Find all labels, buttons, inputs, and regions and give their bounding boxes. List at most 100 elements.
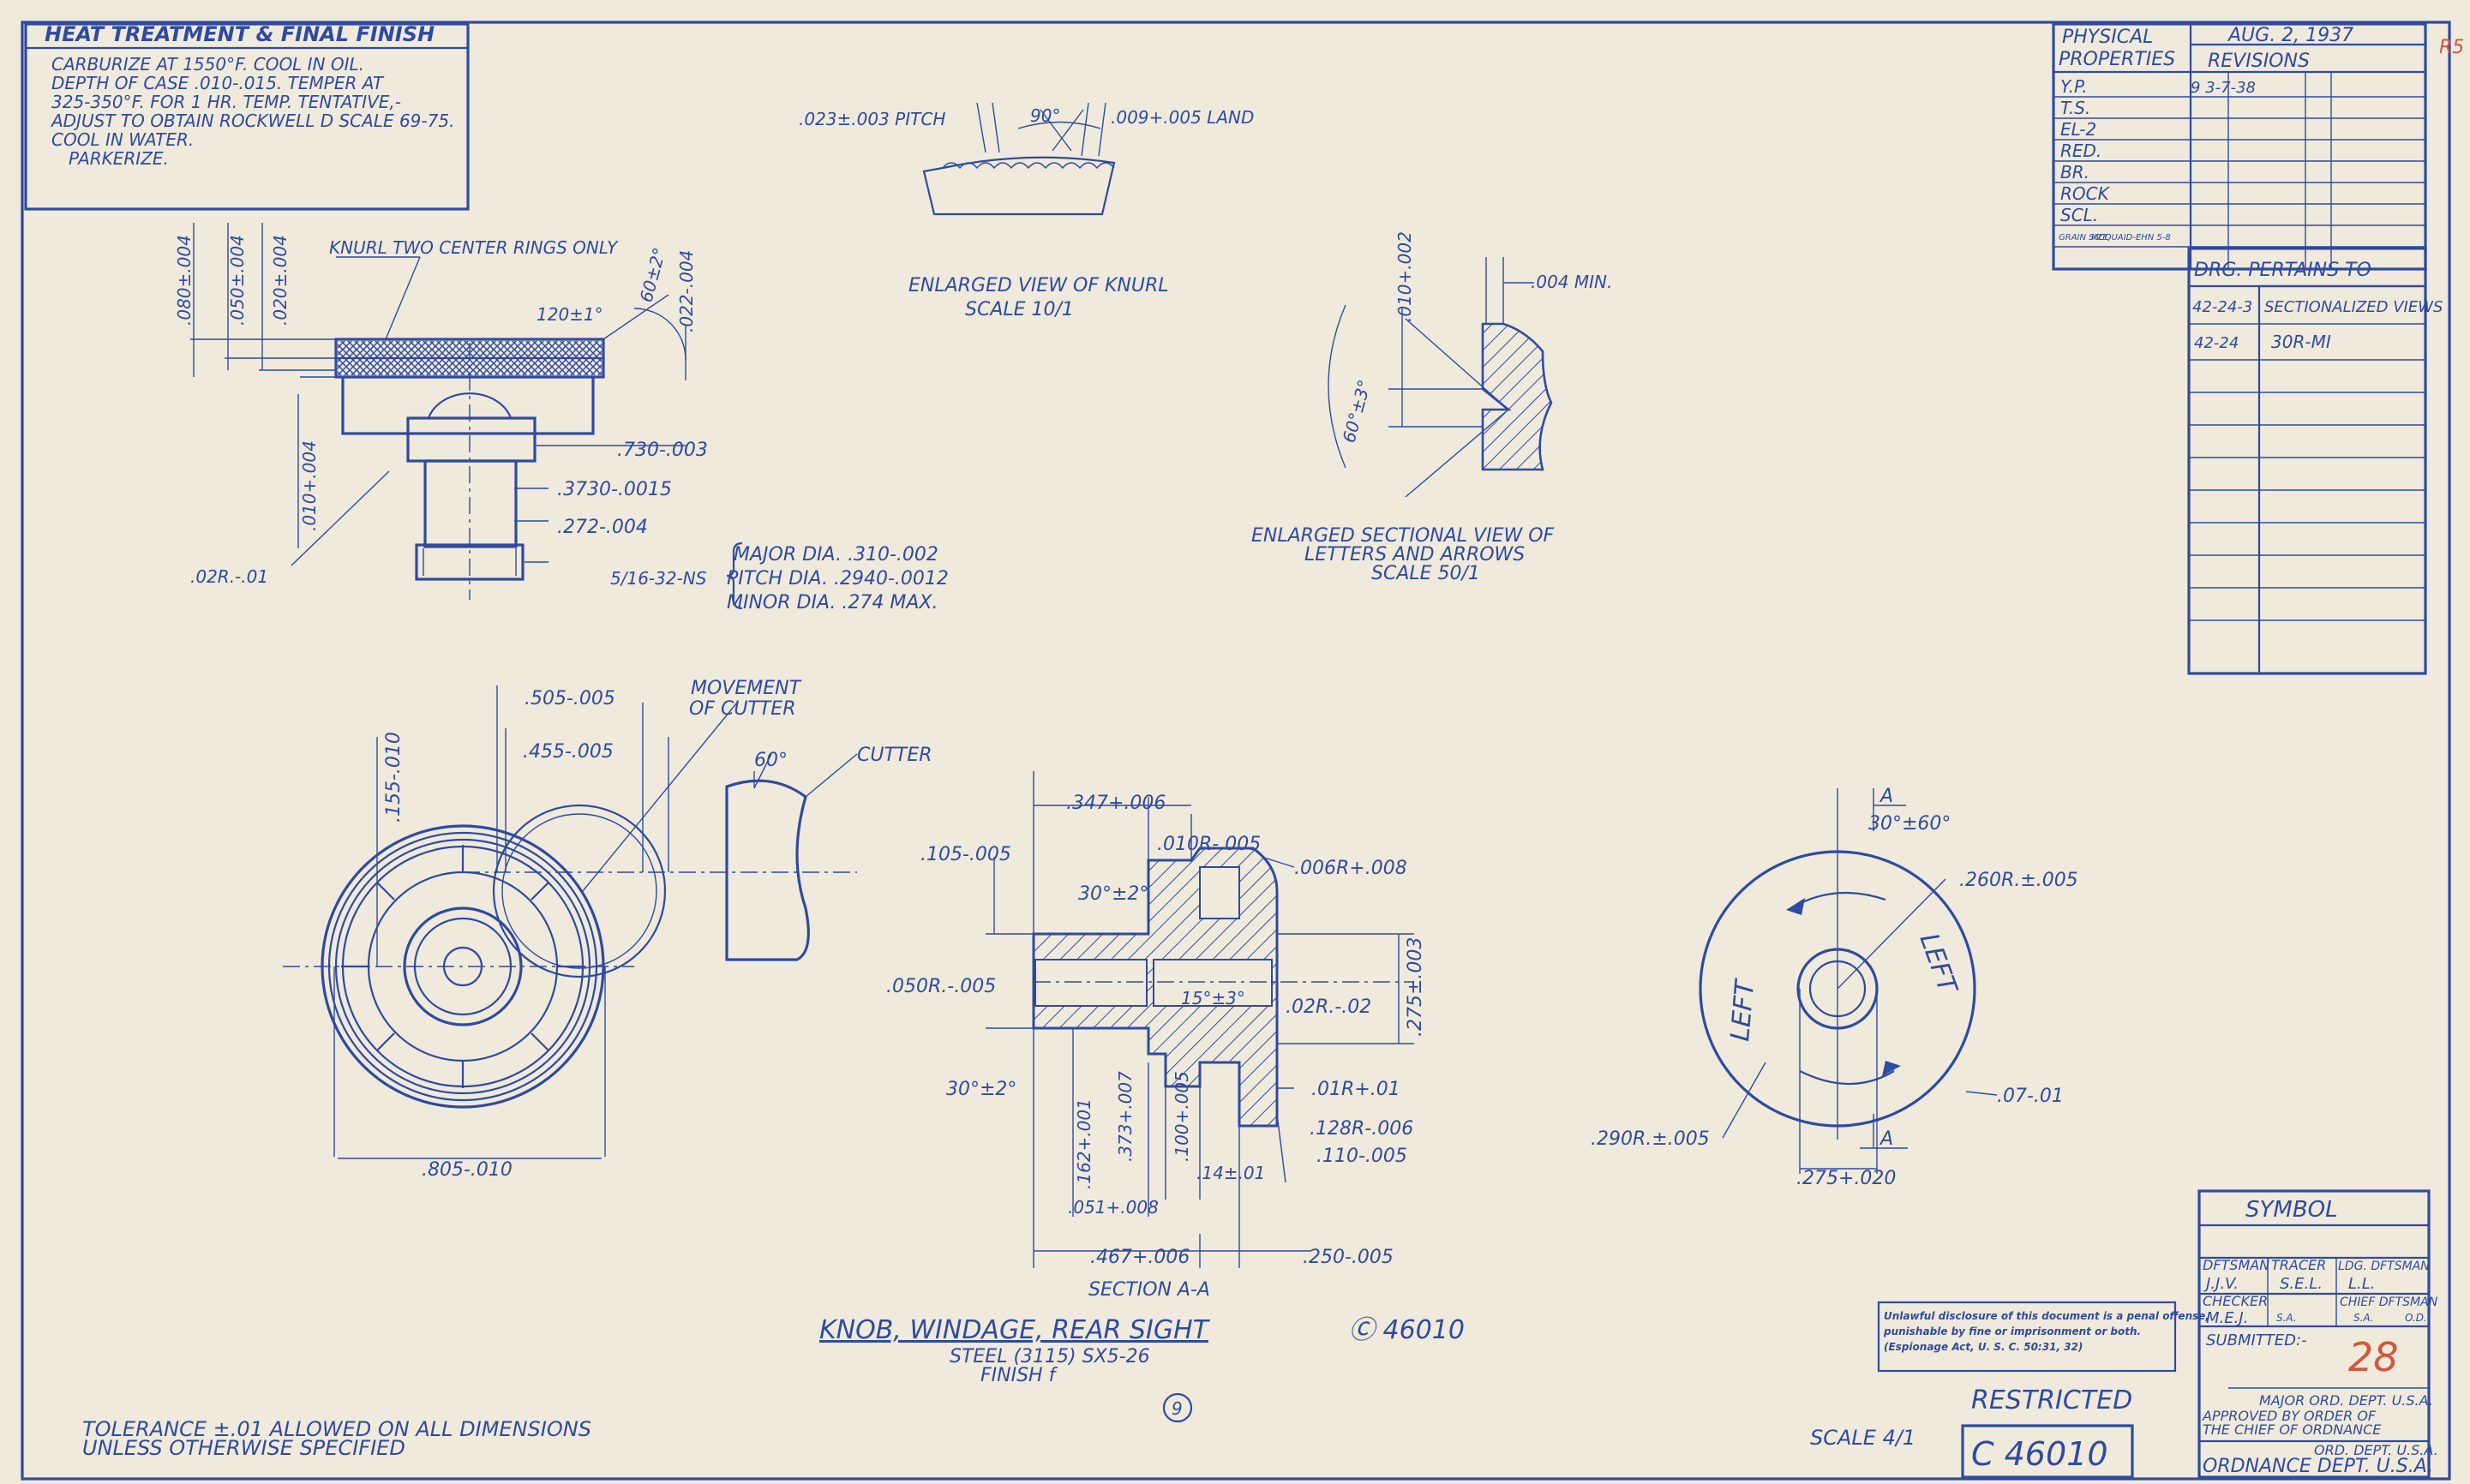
- sig-chief: CHIEF DFTSMAN: [2340, 1296, 2438, 1309]
- sec-dim-347: .347+.006: [1066, 793, 1166, 814]
- sig-dftsman-init: J.J.V.: [2203, 1275, 2239, 1293]
- pertains-code-1: 42-24-3: [2192, 298, 2252, 316]
- prop-row-red: RED.: [2060, 141, 2101, 161]
- sig-tracer: TRACER: [2271, 1257, 2326, 1273]
- part-name: KNOB, WINDAGE, REAR SIGHT: [819, 1315, 1211, 1345]
- prop-row-rock: ROCK: [2060, 183, 2111, 204]
- tolerance-line-1: TOLERANCE ±.01 ALLOWED ON ALL DIMENSIONS: [82, 1417, 591, 1441]
- sec-dim-15: 15°±3°: [1181, 988, 1245, 1008]
- material: STEEL (3115) SX5-26: [950, 1346, 1150, 1367]
- dial-view: A 30°±60° .260R.±.005 .07-.01 .290R.±.00…: [1591, 786, 2078, 1189]
- cutter-angle: 60°: [754, 750, 788, 771]
- letters-caption-3: SCALE 50/1: [1371, 563, 1480, 584]
- dim-02r: .02R.-.01: [190, 566, 268, 587]
- sig-checker: CHECKER: [2203, 1293, 2268, 1309]
- letters-caption-2: LETTERS AND ARROWS: [1304, 544, 1525, 565]
- sec-dim-110: .110-.005: [1316, 1146, 1407, 1167]
- approved-line-1: APPROVED BY ORDER OF: [2202, 1408, 2377, 1424]
- tolerance-line-2: UNLESS OTHERWISE SPECIFIED: [82, 1436, 405, 1460]
- major-ord: MAJOR ORD. DEPT. U.S.A.: [2259, 1392, 2433, 1409]
- heat-treatment-title: HEAT TREATMENT & FINAL FINISH: [45, 22, 435, 46]
- sig-ldg-init: L.L.: [2348, 1275, 2376, 1293]
- sec-dim-128r: .128R-.006: [1310, 1118, 1413, 1140]
- dial-dim-290r: .290R.±.005: [1591, 1128, 1710, 1150]
- knurl-note: KNURL TWO CENTER RINGS ONLY: [329, 237, 619, 258]
- pertains-desc-1: SECTIONALIZED VIEWS: [2264, 298, 2443, 316]
- dial-dim-275: .275+.020: [1796, 1168, 1896, 1189]
- letters-caption-1: ENLARGED SECTIONAL VIEW OF: [1251, 525, 1555, 547]
- pertains-title: DRG. PERTAINS TO: [2194, 260, 2371, 281]
- heat-line-1: CARBURIZE AT 1550°F. COOL IN OIL.: [51, 54, 364, 75]
- sec-dim-100: .100+.005: [1172, 1071, 1192, 1162]
- heat-treatment-box: HEAT TREATMENT & FINAL FINISH CARBURIZE …: [24, 22, 470, 211]
- properties-table: PHYSICAL PROPERTIES AUG. 2, 1937 REVISIO…: [2052, 22, 2427, 271]
- knurl-land: .009+.005 LAND: [1111, 107, 1254, 128]
- sig-ldg: LDG. DFTSMAN: [2338, 1260, 2430, 1273]
- sec-dim-051: .051+.008: [1068, 1197, 1159, 1218]
- thread-label: 5/16-32-NS: [610, 568, 707, 589]
- letters-view: .010+.002 .004 MIN. 60°±3° ENLARGED SECT…: [1251, 231, 1612, 584]
- dial-dim-07: .07-.01: [1997, 1086, 2064, 1107]
- dim-120: 120±1°: [537, 304, 603, 325]
- sig-od: O.D.: [2405, 1312, 2427, 1324]
- pertains-desc-2: 30R-MI: [2271, 332, 2331, 352]
- sheet-border: [21, 21, 2451, 1481]
- dim-080: .080±.004: [174, 235, 195, 326]
- heat-line-6: PARKERIZE.: [69, 148, 169, 169]
- properties-date: AUG. 2, 1937: [2227, 25, 2353, 46]
- title-block: KNOB, WINDAGE, REAR SIGHT Ⓒ 46010 STEEL …: [82, 1189, 2438, 1479]
- sig-dftsman: DFTSMAN: [2203, 1257, 2269, 1273]
- drawing-number: C 46010: [1971, 1435, 2108, 1473]
- dim-050: .050±.004: [227, 235, 248, 326]
- grain-size-value: MCQUAID-EHN 5-8: [2091, 233, 2171, 242]
- dial-dim-260r: .260R.±.005: [1959, 870, 2078, 891]
- sec-dim-373: .373+.007: [1115, 1071, 1136, 1162]
- part-code: Ⓒ 46010: [1349, 1315, 1465, 1345]
- thread-major: MAJOR DIA. .310-.002: [734, 544, 938, 565]
- warning-line-2: punishable by fine or imprisonment or bo…: [1883, 1325, 2141, 1337]
- corner-stamp: R5: [2439, 37, 2464, 58]
- letters-dim-004: .004 MIN.: [1531, 272, 1612, 292]
- prop-row-el: EL-2: [2060, 119, 2096, 140]
- front-view: .505-.005 .455-.005 .155-.010 60° .805-.…: [283, 678, 932, 1181]
- prop-row-scl: SCL.: [2060, 205, 2098, 225]
- sec-dim-30b: 30°±2°: [946, 1079, 1016, 1100]
- ord-dept: ORD. DEPT. U.S.A.: [2314, 1442, 2438, 1458]
- dim-3730: .3730-.0015: [557, 479, 672, 500]
- symbol-label: SYMBOL: [2245, 1197, 2338, 1223]
- dial-letter-left-1: LEFT: [1725, 977, 1760, 1043]
- prop-row-br: BR.: [2060, 162, 2089, 183]
- dim-730: .730-.003: [617, 440, 708, 461]
- ordnance-dept: ORDNANCE DEPT. U.S.A.: [2203, 1456, 2433, 1477]
- front-dim-155: .155-.010: [383, 732, 405, 823]
- prop-row-yp: Y.P.: [2060, 76, 2088, 97]
- scale-label: SCALE 4/1: [1810, 1426, 1915, 1450]
- grain-size-label: GRAIN SIZE: [2059, 233, 2108, 242]
- knurl-angle: 90°: [1030, 105, 1060, 126]
- restricted-stamp: RESTRICTED: [1971, 1385, 2132, 1415]
- thread-minor: MINOR DIA. .274 MAX.: [727, 592, 938, 613]
- revisions-label: REVISIONS: [2208, 51, 2310, 72]
- thread-pitch: PITCH DIA. .2940-.0012: [727, 568, 949, 589]
- letters-dim-010: .010+.002: [1394, 231, 1415, 322]
- warning-line-3: (Espionage Act, U. S. C. 50:31, 32): [1884, 1341, 2083, 1353]
- sec-dim-14: .14±.01: [1196, 1163, 1265, 1183]
- red-number: 28: [2348, 1334, 2399, 1380]
- sec-dim-02r: .02R.-.02: [1286, 996, 1371, 1018]
- approved-line-2: THE CHIEF OF ORDNANCE: [2203, 1421, 2382, 1438]
- sec-dim-467: .467+.006: [1090, 1247, 1190, 1268]
- sec-dim-050r: .050R.-.005: [886, 976, 996, 997]
- dial-section-a-top: A: [1879, 786, 1893, 807]
- front-dim-455: .455-.005: [523, 741, 614, 763]
- sec-dim-30a: 30°±2°: [1078, 883, 1148, 905]
- front-dim-805: .805-.010: [422, 1159, 513, 1181]
- dial-section-a-bottom: A: [1879, 1128, 1893, 1150]
- sec-dim-01r: .01R+.01: [1311, 1079, 1400, 1100]
- dim-60: 60±2°: [636, 245, 670, 304]
- dim-020: .020±.004: [270, 235, 291, 326]
- sig-tracer-init: S.E.L.: [2280, 1275, 2323, 1293]
- heat-line-5: COOL IN WATER.: [51, 129, 194, 150]
- dim-022: .022-.004: [676, 250, 697, 332]
- properties-header-1: PHYSICAL: [2062, 27, 2153, 48]
- section-caption: SECTION A-A: [1088, 1279, 1210, 1301]
